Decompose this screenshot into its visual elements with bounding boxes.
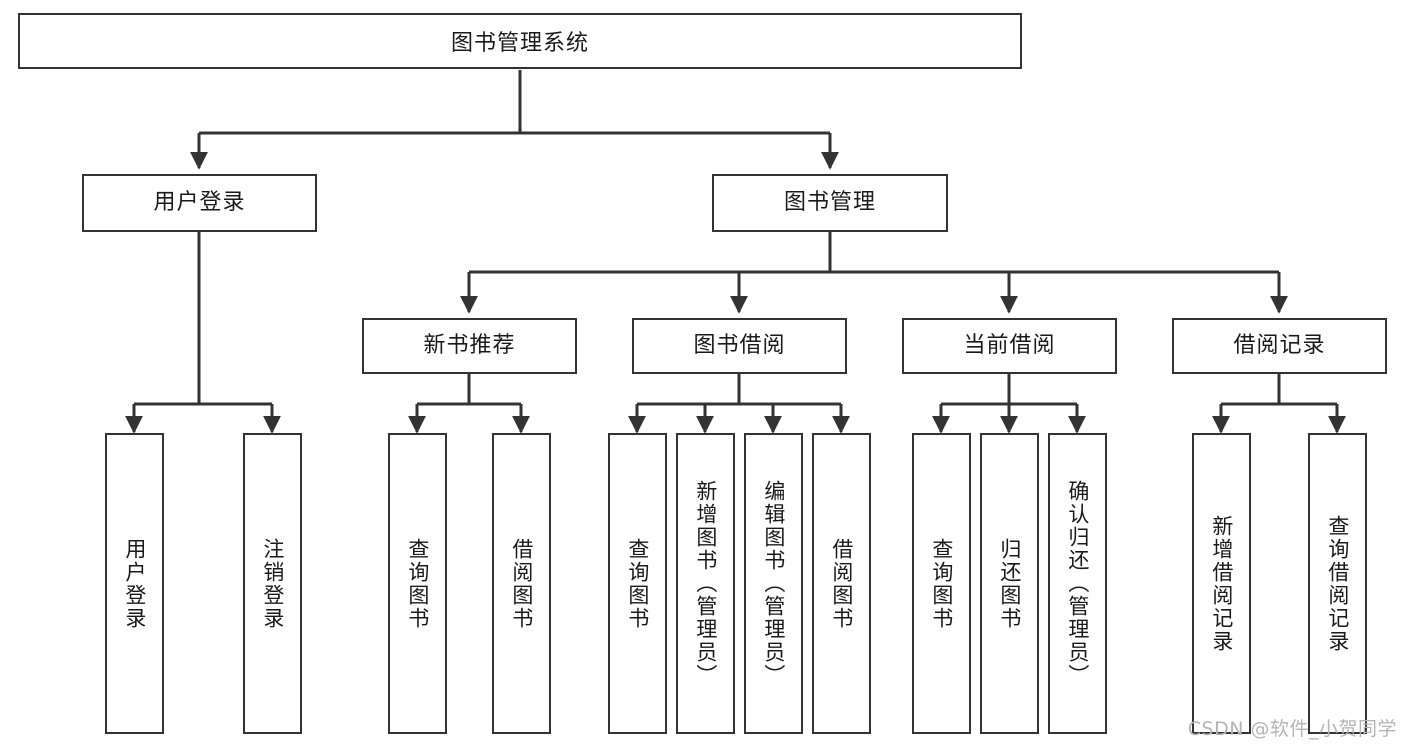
node-book-management-label: 图书管理 xyxy=(783,189,876,215)
node-book-management[interactable]: 图书管理 xyxy=(712,174,948,232)
leaf-current-borrow-0[interactable]: 查询图书 xyxy=(912,433,971,734)
node-current-borrow-label: 当前借阅 xyxy=(963,332,1056,358)
leaf-book-borrow-2[interactable]: 编辑图书（管理员） xyxy=(744,433,803,734)
leaf-borrow-records-0[interactable]: 新增借阅记录 xyxy=(1192,433,1251,734)
leaf-user-login-0[interactable]: 用户登录 xyxy=(105,433,164,734)
node-book-borrow-label: 图书借阅 xyxy=(693,332,786,358)
leaf-book-borrow-1[interactable]: 新增图书（管理员） xyxy=(676,433,735,734)
leaf-label: 借阅图书 xyxy=(829,537,854,630)
node-root-system[interactable]: 图书管理系统 xyxy=(18,13,1022,69)
leaf-new-book-0[interactable]: 查询图书 xyxy=(388,433,447,734)
leaf-label: 借阅图书 xyxy=(509,537,534,630)
leaf-label: 查询图书 xyxy=(625,537,650,630)
leaf-label: 用户登录 xyxy=(122,537,147,630)
leaf-label: 查询借阅记录 xyxy=(1325,514,1350,653)
leaf-user-login-1[interactable]: 注销登录 xyxy=(243,433,302,734)
leaf-label: 确认归还（管理员） xyxy=(1065,480,1090,687)
leaf-current-borrow-2[interactable]: 确认归还（管理员） xyxy=(1048,433,1107,734)
leaf-label: 新增图书（管理员） xyxy=(693,480,718,687)
leaf-current-borrow-1[interactable]: 归还图书 xyxy=(980,433,1039,734)
node-new-book-recommend-label: 新书推荐 xyxy=(423,332,516,358)
node-book-borrow[interactable]: 图书借阅 xyxy=(632,318,847,374)
watermark-text: CSDN @软件_小贺同学 xyxy=(1187,718,1397,740)
leaf-book-borrow-3[interactable]: 借阅图书 xyxy=(812,433,871,734)
leaf-label: 归还图书 xyxy=(997,537,1022,630)
leaf-label: 查询图书 xyxy=(405,537,430,630)
node-user-login[interactable]: 用户登录 xyxy=(82,174,317,232)
leaf-label: 编辑图书（管理员） xyxy=(761,480,786,687)
leaf-borrow-records-1[interactable]: 查询借阅记录 xyxy=(1308,433,1367,734)
node-new-book-recommend[interactable]: 新书推荐 xyxy=(362,318,577,374)
node-root-label: 图书管理系统 xyxy=(450,31,589,56)
leaf-label: 查询图书 xyxy=(929,537,954,630)
node-borrow-records-label: 借阅记录 xyxy=(1233,332,1326,358)
leaf-new-book-1[interactable]: 借阅图书 xyxy=(492,433,551,734)
node-current-borrow[interactable]: 当前借阅 xyxy=(902,318,1117,374)
node-user-login-label: 用户登录 xyxy=(153,189,246,215)
leaf-book-borrow-0[interactable]: 查询图书 xyxy=(608,433,667,734)
leaf-label: 新增借阅记录 xyxy=(1209,514,1234,653)
node-borrow-records[interactable]: 借阅记录 xyxy=(1172,318,1387,374)
leaf-label: 注销登录 xyxy=(260,537,285,630)
